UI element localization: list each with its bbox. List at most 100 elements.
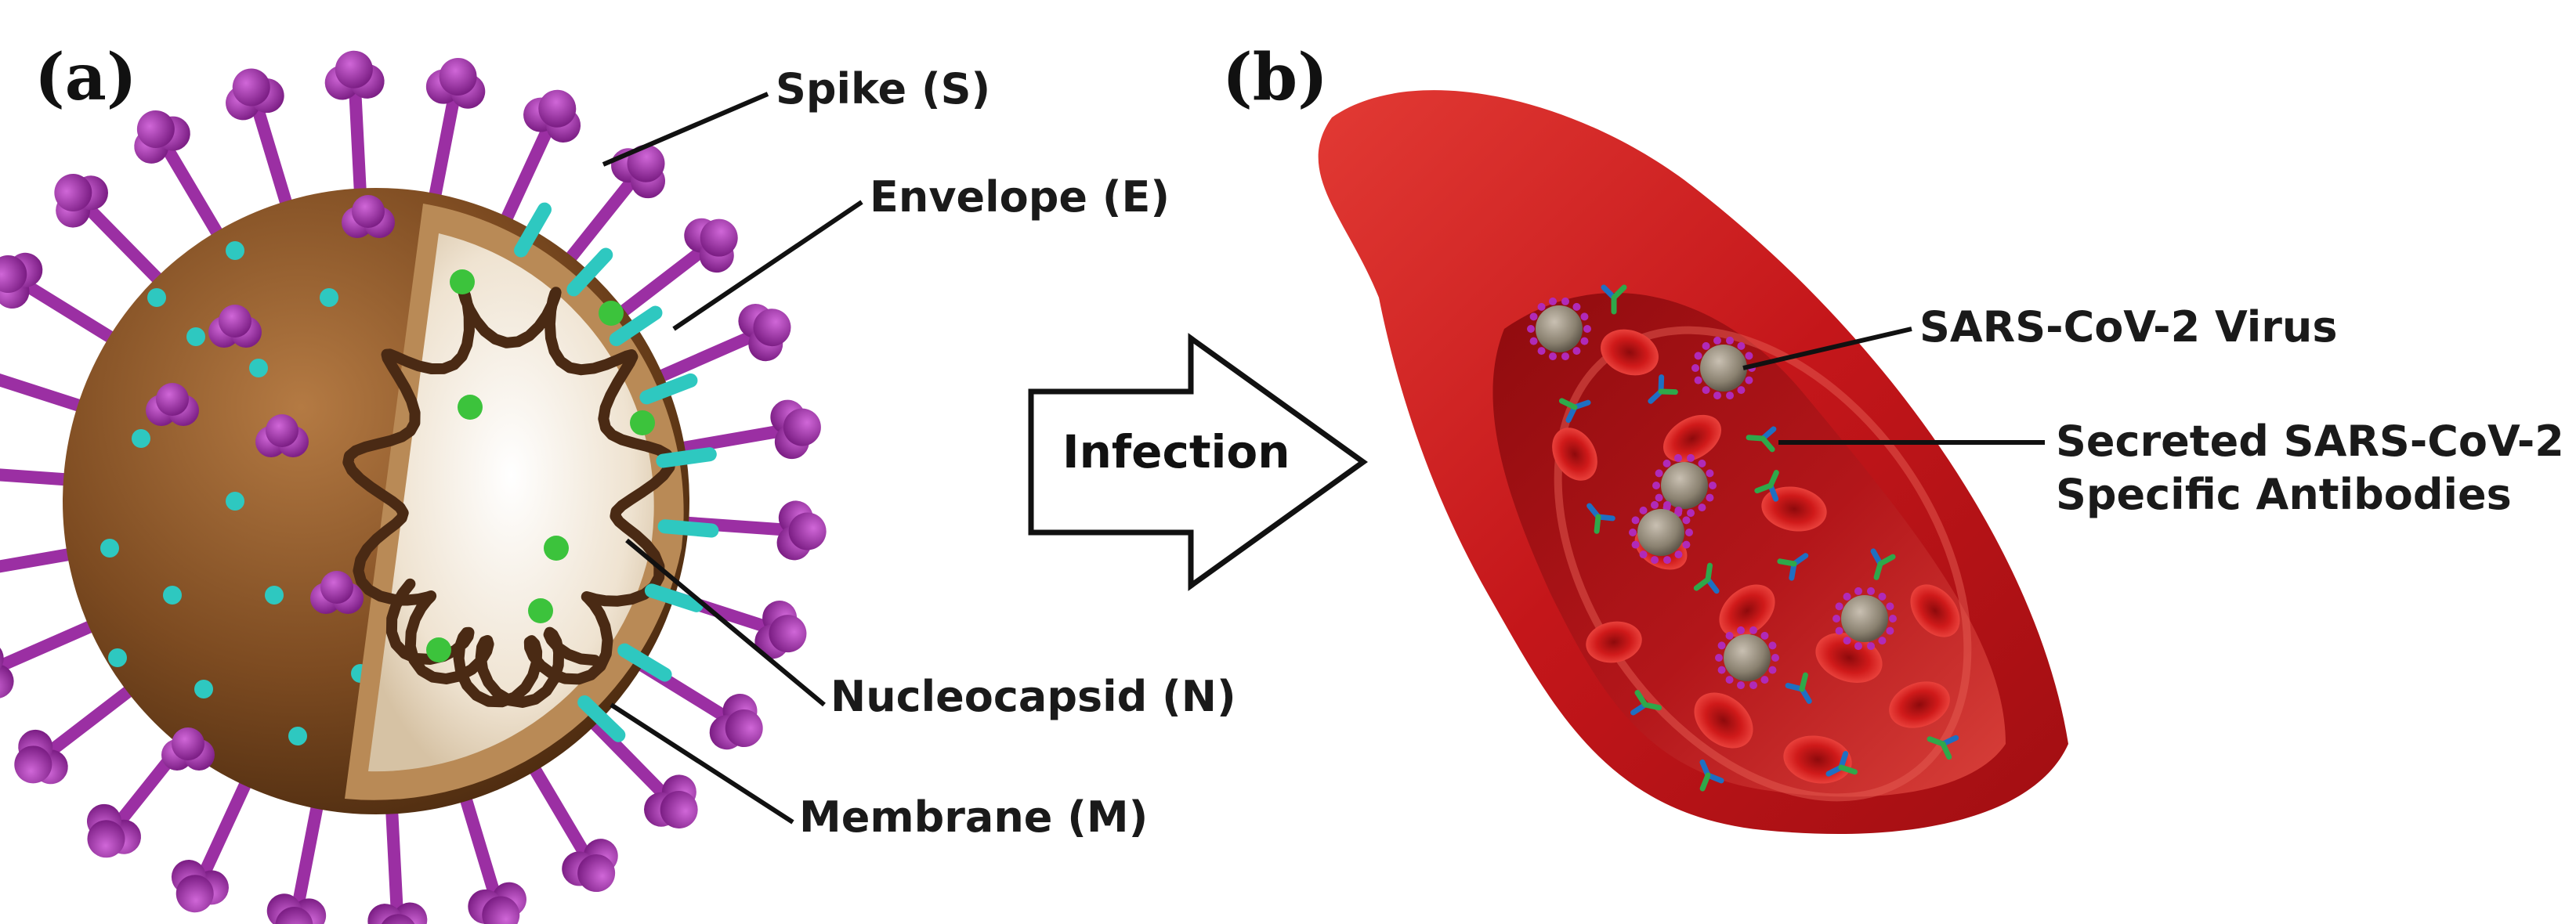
- antibody: [1754, 470, 1779, 502]
- spike-protein-top: [255, 414, 309, 457]
- spike-stalk: [521, 751, 588, 855]
- spike-stalk: [201, 765, 258, 874]
- antibody: [1630, 690, 1662, 716]
- antibody: [1870, 548, 1896, 580]
- spike-protein: [523, 89, 581, 143]
- spike-protein: [134, 110, 190, 164]
- envelope-callout-line: [672, 200, 863, 331]
- envelope-protein-dot: [226, 492, 244, 511]
- virus-callout-line: [1742, 327, 1912, 370]
- spike-protein: [425, 58, 486, 109]
- antibody: [1777, 553, 1809, 581]
- spike-stalk: [494, 128, 552, 237]
- red-blood-cell: [1815, 633, 1883, 683]
- callout-lines: [602, 92, 2045, 825]
- spike-protein: [266, 893, 327, 924]
- blood-vessel-illustration: [1318, 90, 2068, 835]
- spike-callout-line: [602, 92, 769, 167]
- sars-cov-2-particle: [1715, 626, 1779, 690]
- spike-stalk: [49, 676, 147, 753]
- envelope-protein-dot: [249, 359, 268, 377]
- nucleocapsid-protein-dot: [426, 637, 451, 662]
- red-blood-cell: [1910, 584, 1960, 637]
- red-blood-cell: [1663, 414, 1721, 463]
- spike-stalk: [293, 787, 326, 904]
- envelope-protein-dot: [186, 327, 205, 346]
- envelope-protein-dot: [147, 288, 166, 307]
- envelope-protein-bar: [617, 643, 672, 682]
- spike-protein: [54, 174, 108, 228]
- envelope-protein-bar: [639, 373, 698, 405]
- panel-label-a: (a): [34, 40, 137, 115]
- sars-cov-2-particle: [1652, 453, 1717, 518]
- antibody: [1648, 374, 1678, 404]
- spike-protein: [367, 902, 428, 924]
- antibody: [1586, 503, 1615, 534]
- envelope-protein-bar: [514, 202, 552, 258]
- spike-protein: [644, 774, 698, 828]
- spike-protein: [0, 252, 43, 309]
- spike-protein: [324, 50, 385, 100]
- antibody: [1693, 562, 1720, 594]
- spike-protein: [171, 859, 229, 913]
- red-blood-cell: [1694, 692, 1753, 749]
- antibody: [1601, 284, 1627, 315]
- spike-stalk: [349, 92, 367, 211]
- spike-stalk: [164, 147, 231, 251]
- sars-cov-2-virus-label: SARS-CoV-2 Virus: [1919, 302, 2338, 352]
- membrane-callout-line: [610, 702, 794, 825]
- spike-protein: [468, 882, 526, 924]
- envelope-protein-dot: [265, 586, 284, 605]
- infection-arrow-label: Infection: [1062, 425, 1290, 478]
- spike-protein: [770, 399, 821, 460]
- spike-stalk: [555, 179, 635, 276]
- envelope-protein-bar: [577, 695, 626, 742]
- spike-stalk: [606, 249, 703, 327]
- infection-arrow: [1028, 333, 1369, 591]
- sars-cov-2-particle: [1629, 500, 1693, 565]
- envelope-label: Envelope (E): [870, 172, 1170, 222]
- spike-stalk: [26, 283, 129, 352]
- nucleocapsid-protein-dot: [528, 598, 553, 623]
- panel-label-b: (b): [1222, 40, 1328, 115]
- nucleocapsid-protein-dot: [544, 536, 569, 561]
- spike-protein: [0, 334, 2, 406]
- spike-protein-top: [146, 383, 199, 426]
- spike-protein-top: [208, 305, 262, 348]
- sars-cov-2-particle: [1691, 336, 1756, 400]
- spike-stalk: [426, 99, 459, 215]
- spike-protein: [86, 803, 141, 858]
- envelope-protein-dot: [163, 586, 182, 605]
- spike-protein-top: [310, 571, 364, 614]
- spike-protein-top: [342, 195, 395, 238]
- envelope-protein-dot: [132, 429, 150, 448]
- antibodies-label-line2: Specific Antibodies: [2056, 470, 2512, 519]
- nucleocapsid-protein-dot: [599, 301, 624, 326]
- spike-protein: [709, 693, 763, 750]
- antibody: [1558, 398, 1591, 424]
- nucleocapsid-protein-dot: [458, 395, 483, 420]
- spike-protein: [226, 68, 284, 121]
- spike-protein-top: [161, 727, 215, 771]
- sars-cov-2-particle: [1833, 587, 1897, 651]
- envelope-protein-dot: [100, 539, 119, 558]
- antibody: [1825, 751, 1858, 777]
- red-blood-cell: [1889, 681, 1950, 728]
- spike-stalk: [385, 792, 403, 911]
- sars-cov-2-particle: [1527, 297, 1591, 361]
- nucleocapsid-protein-dot: [450, 269, 475, 294]
- envelope-protein-dot: [108, 648, 127, 667]
- membrane-label: Membrane (M): [799, 792, 1149, 842]
- spike-label: Spike (S): [776, 64, 991, 114]
- spike-protein: [0, 641, 14, 699]
- spike-protein: [754, 601, 807, 659]
- antibody: [1927, 735, 1959, 760]
- spike-stalk: [253, 108, 297, 223]
- antibody: [1746, 426, 1777, 453]
- nucleocapsid-label: Nucleocapsid (N): [830, 672, 1236, 721]
- spike-protein: [562, 839, 618, 893]
- spike-stalk: [578, 707, 665, 796]
- spike-stalk: [87, 207, 174, 295]
- spike-stalk: [663, 425, 780, 457]
